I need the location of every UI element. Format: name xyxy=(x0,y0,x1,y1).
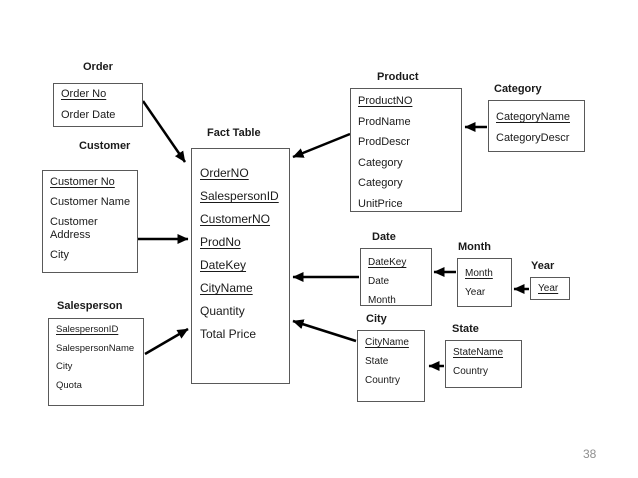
slide-page-number: 38 xyxy=(583,447,597,461)
entity-title-salesperson: Salesperson xyxy=(57,300,123,312)
field-salesperson-quota: Quota xyxy=(56,379,82,391)
arrow-city-to-fact xyxy=(292,319,357,343)
entity-box-city: CityName State Country xyxy=(357,330,425,402)
field-state-name: StateName xyxy=(453,347,504,358)
entity-title-customer: Customer xyxy=(79,140,131,152)
field-fact-date-key: DateKey xyxy=(200,258,247,272)
entity-title-year: Year xyxy=(531,260,555,272)
arrow-salesperson-to-fact xyxy=(144,327,189,356)
entity-title-order: Order xyxy=(83,61,113,73)
field-salesperson-city: City xyxy=(56,361,73,372)
entity-box-month: Month Year xyxy=(457,258,512,307)
field-state-country: Country xyxy=(453,366,489,377)
field-customer-no: Customer No xyxy=(50,176,115,188)
field-product-no: ProductNO xyxy=(358,95,413,107)
entity-box-product: ProductNO ProdName ProdDescr Category Ca… xyxy=(350,88,462,212)
field-fact-city-name: CityName xyxy=(200,281,253,295)
field-order-date: Order Date xyxy=(61,109,116,121)
field-fact-prod-no: ProdNo xyxy=(200,235,241,249)
field-fact-order-no: OrderNO xyxy=(200,166,249,180)
field-category-name: CategoryName xyxy=(496,111,570,123)
entity-box-category: CategoryName CategoryDescr xyxy=(488,100,585,152)
arrow-product-to-fact xyxy=(292,132,351,159)
field-fact-quantity: Quantity xyxy=(200,304,245,318)
field-month-year: Year xyxy=(465,287,486,298)
entity-box-customer: Customer No Customer Name Customer Addre… xyxy=(42,170,138,273)
entity-title-category: Category xyxy=(494,83,542,95)
field-customer-address: Customer Address xyxy=(50,216,98,241)
field-order-no: Order No xyxy=(61,88,107,100)
entity-box-state: StateName Country xyxy=(445,340,522,388)
entity-box-salesperson: SalespersonID SalespersonName City Quota xyxy=(48,318,144,406)
arrow-order-to-fact xyxy=(141,100,187,163)
field-city-state: State xyxy=(365,356,389,367)
field-month-month: Month xyxy=(465,268,493,279)
entity-box-order: Order No Order Date xyxy=(53,83,143,127)
field-prod-descr: ProdDescr xyxy=(358,136,410,148)
entity-title-date: Date xyxy=(372,231,396,243)
field-date-key: DateKey xyxy=(368,257,407,268)
field-category-descr: CategoryDescr xyxy=(496,132,570,144)
field-prod-category-1: Category xyxy=(358,156,403,169)
field-prod-name: ProdName xyxy=(358,115,411,128)
field-city-country: Country xyxy=(365,375,401,386)
entity-box-year: Year xyxy=(530,277,570,300)
entity-box-date: DateKey Date Month xyxy=(360,248,432,306)
field-fact-total-price: Total Price xyxy=(200,327,257,341)
entity-box-fact-table: OrderNO SalespersonID CustomerNO ProdNo … xyxy=(191,148,290,384)
entity-title-product: Product xyxy=(377,71,419,83)
field-date-date: Date xyxy=(368,276,390,287)
field-date-month: Month xyxy=(368,295,396,306)
field-salesperson-name: SalespersonName xyxy=(56,342,135,354)
field-unit-price: UnitPrice xyxy=(358,197,403,210)
entity-title-state: State xyxy=(452,323,479,335)
field-salesperson-id: SalespersonID xyxy=(56,324,119,335)
field-customer-name: Customer Name xyxy=(50,196,131,208)
field-fact-customer-no: CustomerNO xyxy=(200,212,271,226)
field-fact-salesperson-id: SalespersonID xyxy=(200,189,279,203)
entity-title-month: Month xyxy=(458,241,491,253)
field-prod-category-2: Category xyxy=(358,177,403,189)
field-city-name: CityName xyxy=(365,337,409,348)
entity-title-fact-table: Fact Table xyxy=(207,127,261,139)
entity-title-city: City xyxy=(366,313,387,325)
field-customer-city: City xyxy=(50,249,69,261)
field-year-year: Year xyxy=(538,283,559,294)
